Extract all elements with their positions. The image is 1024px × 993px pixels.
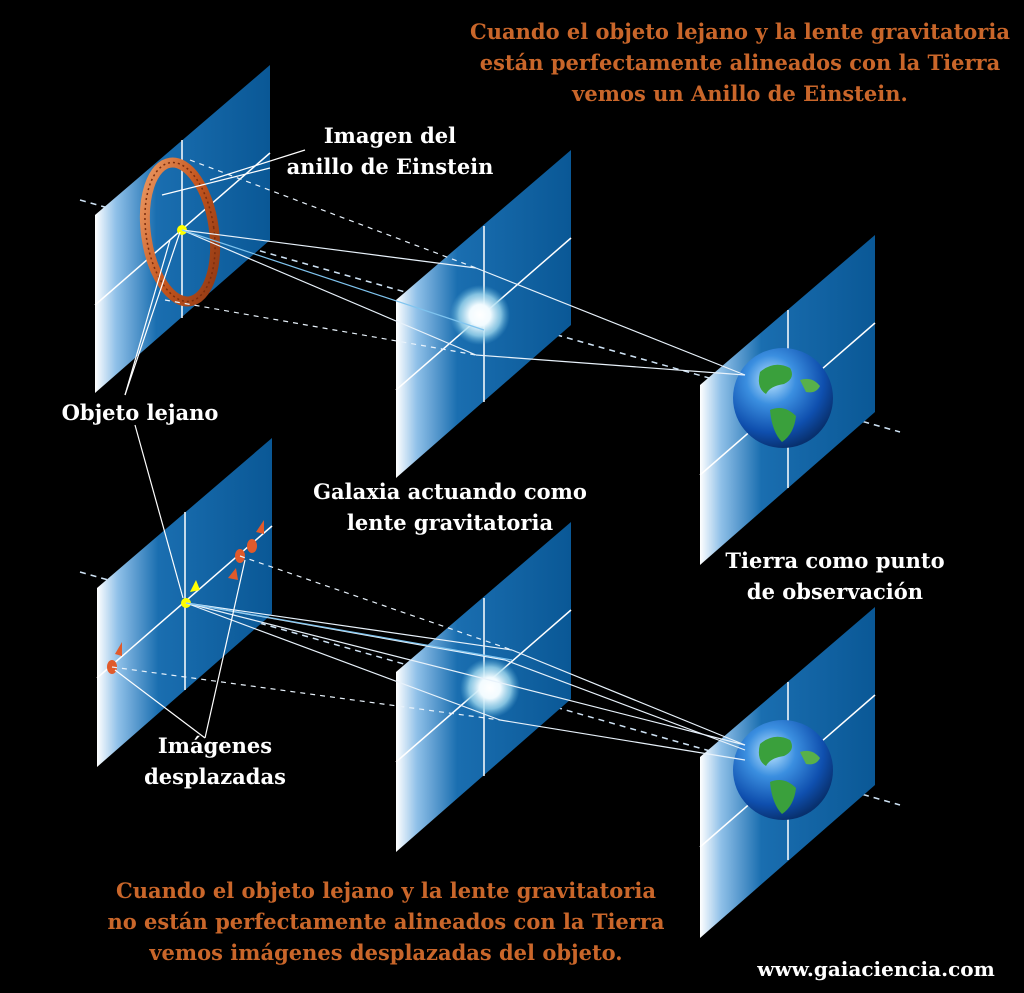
header-note-line-1: Cuando el objeto lejano y la lente gravi… [470, 19, 1010, 44]
footer-note: Cuando el objeto lejano y la lente gravi… [96, 875, 676, 968]
earth-label-line-1: Tierra como punto [725, 548, 945, 573]
top-lens-plane [395, 150, 572, 478]
top-aligned-configuration [79, 65, 901, 565]
ring-image-label-line-1: Imagen del [323, 123, 457, 148]
top-earth-globe [733, 348, 833, 448]
header-note-line-3: vemos un Anillo de Einstein. [572, 81, 908, 106]
top-lens-galaxy [450, 285, 510, 345]
bottom-light-rays [111, 555, 746, 761]
shifted-images-label-line-2: desplazadas [144, 764, 286, 789]
distant-object-label: Objeto lejano [61, 400, 219, 425]
lens-galaxy-label-line-2: lente gravitatoria [346, 510, 554, 535]
top-observer-plane [699, 235, 876, 565]
bottom-lens-galaxy [460, 658, 520, 718]
earth-observer-label: Tierra como punto de observación [710, 545, 960, 607]
top-light-rays [164, 159, 746, 376]
ring-image-label: Imagen del anillo de Einstein [270, 120, 510, 182]
earth-label-line-2: de observación [746, 579, 924, 604]
lens-galaxy-label-line-1: Galaxia actuando como [313, 479, 587, 504]
lens-galaxy-label: Galaxia actuando como lente gravitatoria [300, 476, 600, 538]
header-note: Cuando el objeto lejano y la lente gravi… [462, 16, 1018, 109]
footer-note-line-2: no están perfectamente alineados con la … [107, 909, 665, 934]
top-source-plane [94, 65, 271, 393]
bottom-lens-plane [395, 522, 572, 852]
bottom-source-plane [96, 438, 273, 767]
shifted-images-label: Imágenes desplazadas [120, 730, 310, 792]
ring-image-label-line-2: anillo de Einstein [286, 154, 494, 179]
bottom-observer-plane [699, 607, 876, 938]
footer-note-line-1: Cuando el objeto lejano y la lente gravi… [116, 878, 656, 903]
shifted-image-marks [107, 520, 264, 674]
bottom-earth-globe [733, 720, 833, 820]
header-note-line-2: están perfectamente alineados con la Tie… [479, 50, 1001, 75]
shifted-images-label-line-1: Imágenes [157, 733, 273, 758]
bottom-pointer-lines [114, 424, 246, 739]
footer-note-line-3: vemos imágenes desplazadas del objeto. [149, 940, 623, 965]
bottom-misaligned-configuration [79, 424, 901, 938]
site-credit: www.gaiaciencia.com [757, 957, 995, 981]
top-pointer-lines [124, 149, 306, 396]
